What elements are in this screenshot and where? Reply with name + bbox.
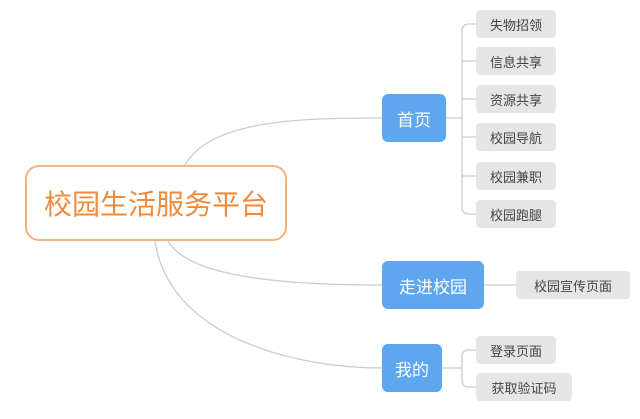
connector-mine-leaves xyxy=(442,349,476,388)
leaf-label: 校园宣传页面 xyxy=(533,279,612,295)
leaf-label: 校园导航 xyxy=(489,131,542,147)
connector-home-leaves xyxy=(446,23,476,215)
leaf-login-page: 登录页面 xyxy=(476,336,556,364)
leaf-campus-promo-page: 校园宣传页面 xyxy=(516,271,630,299)
branch-home: 首页 xyxy=(382,94,446,142)
branch-mine-label: 我的 xyxy=(395,360,429,381)
leaf-errand-service: 校园跑腿 xyxy=(476,200,556,228)
leaf-resource-sharing: 资源共享 xyxy=(476,85,556,113)
root-node: 校园生活服务平台 xyxy=(25,165,287,241)
branch-home-label: 首页 xyxy=(397,110,431,131)
branch-campus-label: 走进校园 xyxy=(399,277,467,298)
leaf-label: 信息共享 xyxy=(489,55,542,71)
root-label: 校园生活服务平台 xyxy=(43,188,268,221)
leaf-label: 获取验证码 xyxy=(491,381,557,397)
leaf-label: 登录页面 xyxy=(489,344,542,360)
leaf-lost-and-found: 失物招领 xyxy=(476,10,556,38)
leaf-part-time-jobs: 校园兼职 xyxy=(476,162,556,190)
leaf-label: 校园跑腿 xyxy=(489,208,542,224)
branch-campus: 走进校园 xyxy=(382,261,484,309)
leaf-get-verification-code: 获取验证码 xyxy=(476,373,572,401)
branch-mine: 我的 xyxy=(382,344,442,392)
leaf-label: 资源共享 xyxy=(489,93,542,109)
leaf-label: 校园兼职 xyxy=(489,170,542,186)
connector-root-home xyxy=(184,117,383,166)
leaf-label: 失物招领 xyxy=(489,18,542,34)
connector-root-campus xyxy=(167,240,383,286)
leaf-info-sharing: 信息共享 xyxy=(476,47,556,75)
leaf-campus-navigation: 校园导航 xyxy=(476,123,556,151)
connector-root-mine xyxy=(154,240,383,369)
